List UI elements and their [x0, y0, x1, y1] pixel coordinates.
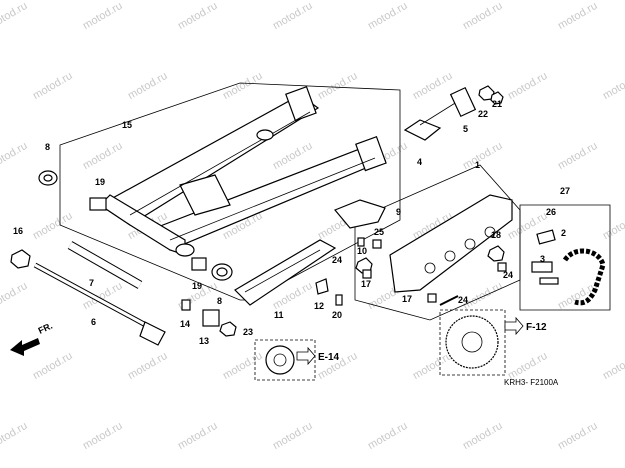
- callout-27: 27: [560, 186, 570, 196]
- callout-15: 15: [122, 120, 132, 130]
- chain-adjuster: [403, 99, 461, 141]
- callout-17-bottom: 17: [402, 294, 412, 304]
- callout-14: 14: [180, 319, 190, 329]
- bolt-10: [357, 237, 365, 247]
- callout-13: 13: [199, 336, 209, 346]
- callout-8-left: 8: [45, 142, 50, 152]
- bolt-17-bottom: [427, 293, 437, 303]
- drive-sprocket-frame: [254, 339, 316, 381]
- callout-24-right: 24: [503, 270, 513, 280]
- nut-22: [490, 91, 504, 105]
- bolt-24-bottom: [439, 295, 459, 306]
- callout-3: 3: [540, 254, 545, 264]
- collar-19: [89, 197, 207, 271]
- collar-13: [202, 309, 220, 327]
- callout-4: 4: [417, 157, 422, 167]
- pivot-collar: [67, 241, 143, 289]
- ref-label-f12: F-12: [526, 322, 547, 333]
- callout-21: 21: [492, 99, 502, 109]
- callout-7: 7: [89, 278, 94, 288]
- callout-22: 22: [478, 109, 488, 119]
- slider-clip: [315, 278, 329, 295]
- drive-chain-group-frame: [519, 204, 611, 311]
- callout-19-right: 19: [192, 281, 202, 291]
- callout-10: 10: [357, 246, 367, 256]
- drive-chain: [531, 229, 606, 306]
- ref-arrow-f12: [504, 316, 524, 336]
- callout-5: 5: [463, 124, 468, 134]
- bearing-left: [38, 170, 58, 186]
- nut-23: [219, 321, 237, 337]
- swingarm-group-frame: [59, 82, 401, 301]
- callout-11: 11: [274, 310, 284, 320]
- chain-case: [389, 194, 513, 293]
- driven-sprocket: [445, 315, 499, 369]
- callout-2: 2: [561, 228, 566, 238]
- callout-16: 16: [13, 226, 23, 236]
- callout-20: 20: [332, 310, 342, 320]
- swingarm: [98, 85, 387, 257]
- callout-12: 12: [314, 301, 324, 311]
- callout-23: 23: [243, 327, 253, 337]
- pivot-nut: [10, 249, 31, 269]
- callout-26: 26: [546, 207, 556, 217]
- bolt-25: [372, 239, 382, 249]
- diagram-code: KRH3- F2100A: [504, 378, 559, 387]
- callout-6: 6: [91, 317, 96, 327]
- bearing-right: [211, 263, 233, 281]
- callout-9: 9: [396, 207, 401, 217]
- chain-guide: [334, 199, 386, 229]
- ref-label-e14: E-14: [318, 352, 340, 363]
- callout-24-bottom: 24: [458, 295, 468, 305]
- callout-8-right: 8: [217, 296, 222, 306]
- bolt-24-right: [497, 262, 507, 272]
- pivot-bolt: [33, 262, 166, 346]
- chain-slider: [234, 239, 337, 306]
- bolt-17-left: [362, 269, 372, 279]
- driven-sprocket-frame: [439, 309, 506, 376]
- callout-1: 1: [475, 160, 480, 170]
- callout-18: 18: [491, 230, 501, 240]
- bolt-14: [181, 299, 191, 311]
- callout-19-left: 19: [95, 177, 105, 187]
- screw-20: [335, 294, 343, 306]
- drive-sprocket: [265, 345, 295, 375]
- front-direction-label: FR.: [37, 321, 54, 336]
- callout-25: 25: [374, 227, 384, 237]
- callout-24-left: 24: [332, 255, 342, 265]
- ref-arrow-e14: [296, 346, 316, 366]
- callout-17-left: 17: [361, 279, 371, 289]
- bolt-18: [487, 245, 505, 262]
- adjuster-plate: [449, 86, 477, 118]
- front-direction-arrow: [10, 338, 40, 356]
